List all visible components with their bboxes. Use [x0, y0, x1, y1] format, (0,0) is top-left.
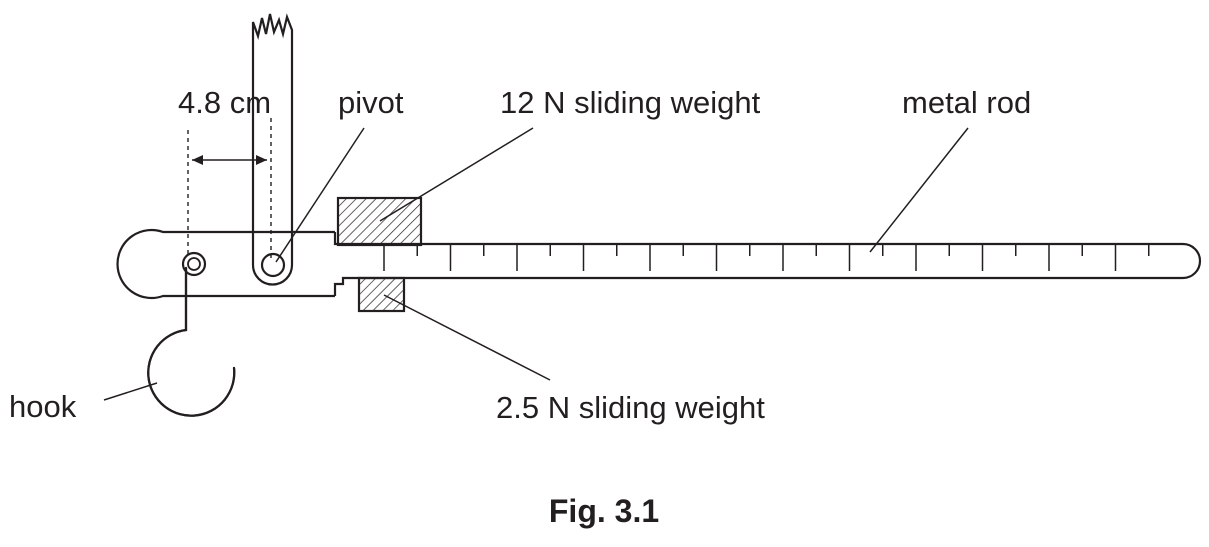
light-weight-label: 2.5 N sliding weight: [496, 390, 765, 425]
rod-label: metal rod: [902, 85, 1031, 120]
heavy-weight-leader: [379, 127, 534, 222]
light-sliding-weight: [357, 276, 406, 313]
figure-caption: Fig. 3.1: [549, 493, 659, 529]
rod-leader: [869, 127, 969, 253]
pivot-leader: [275, 127, 365, 263]
light-weight-leader: [383, 294, 551, 381]
distance-label: 4.8 cm: [178, 85, 271, 120]
pivot-label: pivot: [338, 85, 404, 120]
pivot-pin: [260, 252, 286, 278]
balance-body: [116, 228, 1202, 300]
heavy-sliding-weight: [336, 196, 423, 247]
rod-scale: [383, 244, 1150, 271]
support-strap: [251, 13, 294, 232]
hook-leader: [103, 382, 158, 401]
pivot-slot: [251, 232, 294, 286]
hook-label: hook: [9, 389, 77, 424]
heavy-weight-label: 12 N sliding weight: [500, 85, 761, 120]
hook-assembly: [147, 251, 236, 417]
